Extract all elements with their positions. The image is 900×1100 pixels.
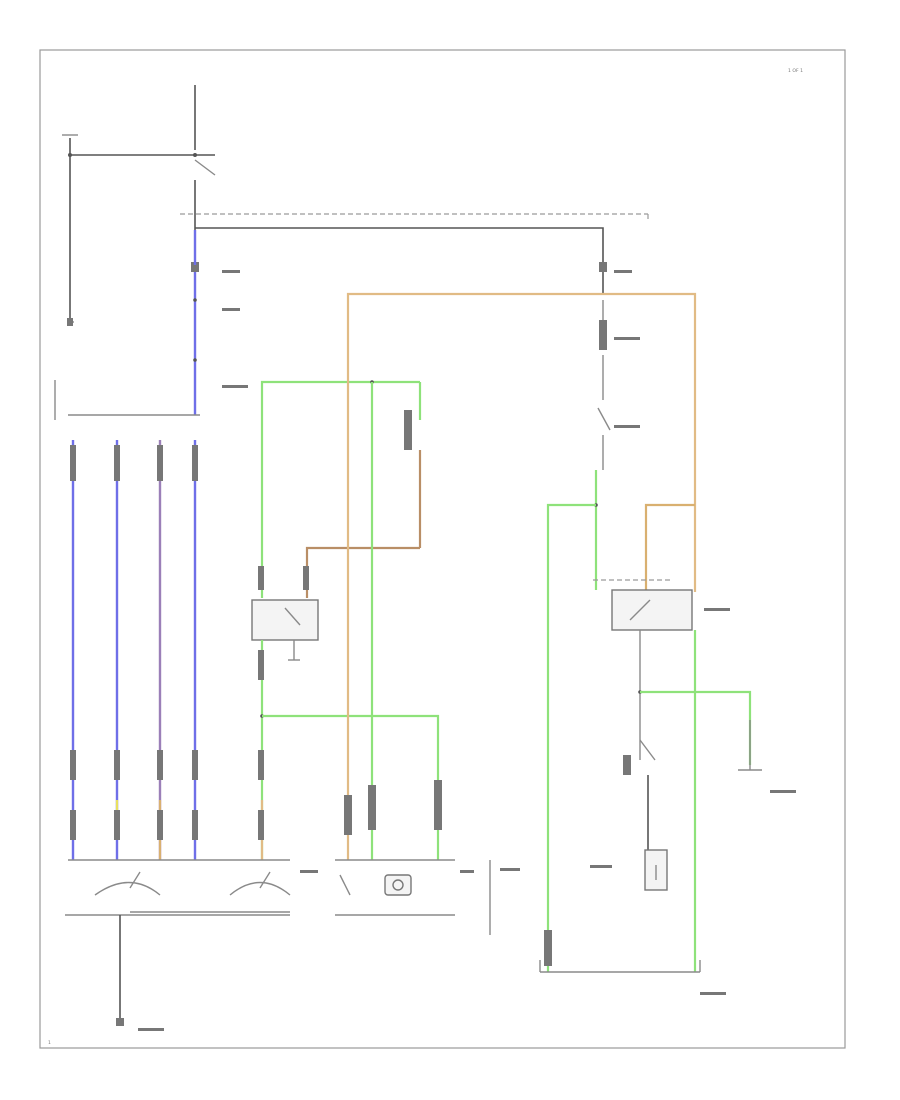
ac-compressor-relay bbox=[593, 579, 752, 972]
fan-switch-contact bbox=[339, 874, 351, 896]
ac-switch-chain bbox=[546, 300, 695, 972]
green-fan-wire bbox=[262, 714, 440, 860]
blower-relay-coil bbox=[404, 410, 412, 450]
green-ac-wire bbox=[546, 503, 596, 972]
fan-motor-symbol bbox=[335, 860, 491, 935]
connector-pips-top bbox=[70, 445, 198, 840]
ground-terminal-bottom bbox=[116, 1018, 124, 1026]
blower-switch-symbol bbox=[65, 871, 291, 1026]
corner-label: 1 bbox=[48, 1040, 51, 1046]
thermostat-switch bbox=[597, 407, 611, 431]
green-blower-wire bbox=[260, 380, 420, 598]
blower-switch-wires bbox=[71, 440, 197, 860]
ac-pressure-switch bbox=[599, 320, 607, 350]
left-fuse bbox=[191, 262, 199, 272]
ac-compressor-clutch bbox=[644, 775, 668, 891]
ground-terminal-left bbox=[67, 318, 73, 326]
right-supply-wire bbox=[195, 227, 604, 268]
ac-relay-box bbox=[611, 589, 693, 631]
power-supply-section bbox=[62, 85, 216, 326]
power-transistor-box bbox=[251, 599, 319, 641]
right-fuse bbox=[599, 262, 607, 272]
main-relay-switch bbox=[194, 159, 216, 176]
diagram-frame bbox=[39, 49, 846, 1049]
power-transistor-module bbox=[251, 599, 319, 661]
orange-ac-wire bbox=[346, 292, 697, 860]
wire-code-marks bbox=[138, 270, 796, 1031]
page-code: 1 OF 1 bbox=[788, 68, 803, 74]
